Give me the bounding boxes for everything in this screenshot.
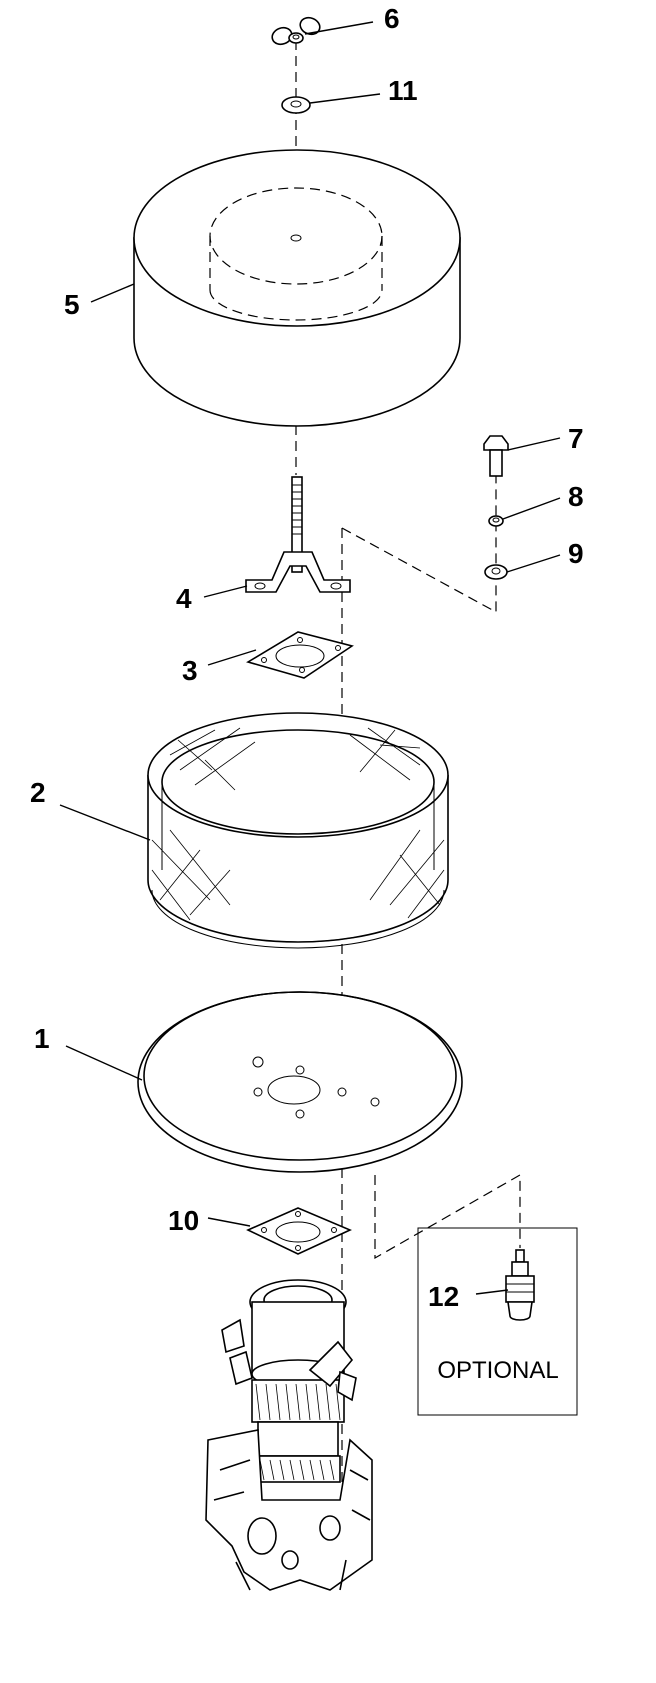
leader-10 <box>207 1217 251 1227</box>
callout-9: 9 <box>568 538 584 569</box>
callout-10: 10 <box>168 1205 199 1236</box>
part-mounting-bracket <box>245 476 351 593</box>
callout-3: 3 <box>182 655 198 686</box>
leader-9 <box>506 554 561 573</box>
callout-6: 6 <box>384 3 400 34</box>
callout-8: 8 <box>568 481 584 512</box>
part-bolt <box>483 435 509 477</box>
part-wing-nut <box>271 16 321 46</box>
leader-4 <box>203 585 248 598</box>
part-upper-gasket <box>246 631 354 679</box>
leader-8 <box>502 497 561 520</box>
optional-label: OPTIONAL <box>437 1357 558 1384</box>
leader-3 <box>207 649 257 666</box>
leader-12 <box>475 1289 509 1295</box>
callout-7: 7 <box>568 423 584 454</box>
leader-6 <box>304 21 374 35</box>
callout-11: 11 <box>388 75 418 106</box>
callout-1: 1 <box>34 1023 50 1054</box>
leader-2 <box>59 804 151 841</box>
part-lower-gasket <box>246 1207 352 1255</box>
leader-1 <box>65 1045 143 1081</box>
callout-12: 12 <box>428 1281 459 1312</box>
part-lock-washer <box>488 515 504 527</box>
callout-2: 2 <box>30 777 46 808</box>
leader-7 <box>507 437 561 451</box>
part-optional-sensor <box>505 1249 535 1321</box>
part-throttle-body <box>205 1279 373 1591</box>
optional-sensor-path-dashed <box>374 1173 521 1260</box>
part-filter-cover <box>133 149 461 427</box>
callout-4: 4 <box>176 583 192 614</box>
optional-sensor-box: OPTIONAL <box>417 1227 578 1416</box>
leader-5 <box>90 283 135 303</box>
part-top-washer <box>281 96 311 114</box>
part-base-plate <box>137 991 463 1173</box>
bolt-path-dashed <box>341 470 497 614</box>
part-filter-element <box>147 712 449 949</box>
part-flat-washer <box>484 564 508 580</box>
callout-5: 5 <box>64 289 80 320</box>
leader-11 <box>309 93 381 104</box>
